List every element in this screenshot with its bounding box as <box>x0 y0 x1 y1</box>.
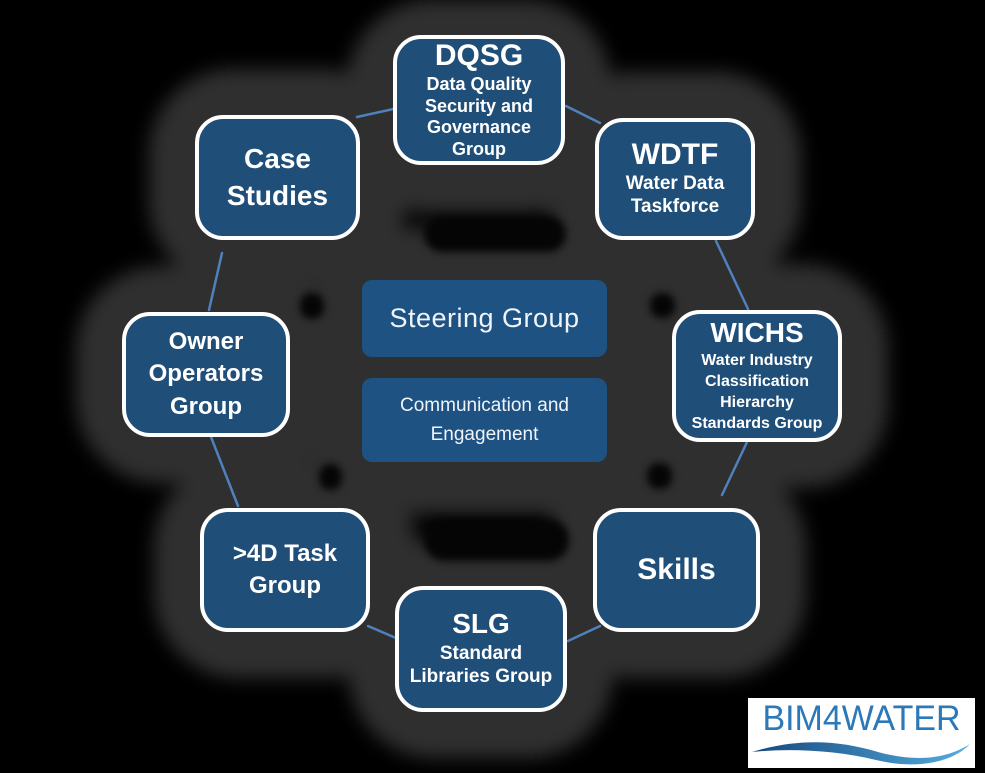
cutout-right-bottom <box>647 463 672 489</box>
wave-icon <box>752 742 970 765</box>
cutout-top <box>424 216 566 252</box>
node-dqsg-subtitle: Data Quality Security and Governance Gro… <box>424 74 534 159</box>
node-wichs: WICHS Water Industry Classification Hier… <box>672 310 842 442</box>
node-dqsg-title: DQSG <box>434 38 524 72</box>
node-slg-title: SLG <box>452 608 510 640</box>
node-wichs-subtitle: Water Industry Classification Hierarchy … <box>691 352 823 432</box>
node-owner-operators-title: Owner Operators Group <box>148 327 264 420</box>
cutout-left-bottom <box>319 464 342 490</box>
node-wdtf: WDTF Water Data Taskforce <box>595 118 755 240</box>
bim4water-logo-text: BIM4WATER <box>762 699 961 738</box>
node-skills: Skills <box>593 508 760 632</box>
steering-group-label: Steering Group <box>389 303 580 333</box>
node-4d-task-group: >4D Task Group <box>200 508 370 632</box>
node-slg-subtitle: Standard Libraries Group <box>409 643 553 687</box>
node-dqsg: DQSG Data Quality Security and Governanc… <box>393 35 565 165</box>
bim4water-logo: BIM4WATER <box>748 698 975 768</box>
node-case-studies-title: Case Studies <box>226 143 329 211</box>
node-wdtf-subtitle: Water Data Taskforce <box>625 173 725 218</box>
cutout-left-top <box>300 293 324 319</box>
node-wichs-title: WICHS <box>710 316 804 348</box>
communication-engagement-box: Communication and Engagement <box>362 378 607 462</box>
communication-engagement-label: Communication and Engagement <box>400 394 569 445</box>
cutout-right-top <box>650 293 675 318</box>
cutout-bottom <box>424 519 569 561</box>
steering-group-box: Steering Group <box>362 280 607 357</box>
node-4d-task-group-title: >4D Task Group <box>232 539 338 599</box>
node-skills-title: Skills <box>637 553 716 587</box>
node-owner-operators: Owner Operators Group <box>122 312 290 437</box>
node-slg: SLG Standard Libraries Group <box>395 586 567 712</box>
node-wdtf-title: WDTF <box>631 137 719 171</box>
node-case-studies: Case Studies <box>195 115 360 240</box>
